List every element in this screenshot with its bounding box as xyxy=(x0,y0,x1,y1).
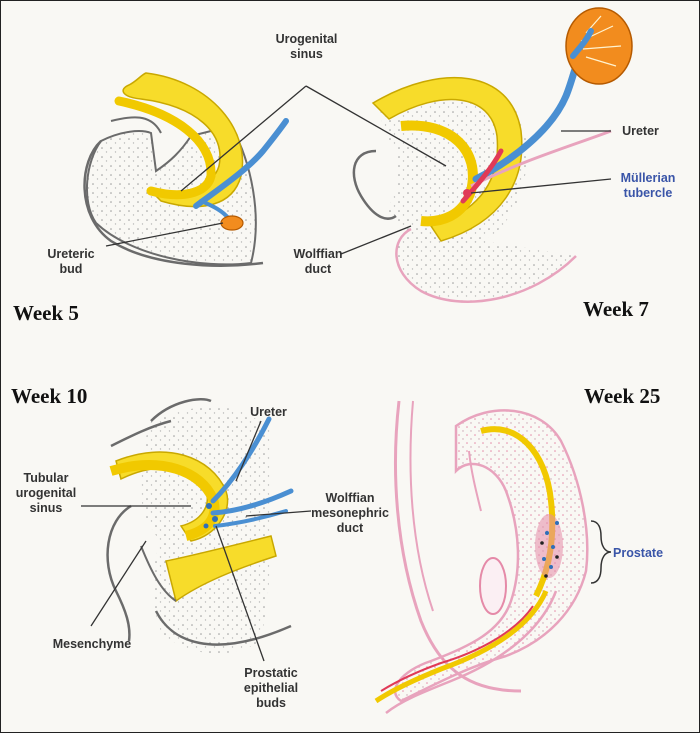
week7-kidney xyxy=(565,7,633,85)
week25-prostate-brace xyxy=(590,520,612,584)
leader-wolffian-w10 xyxy=(245,510,312,517)
week25-title: Week 25 xyxy=(584,384,661,408)
week25-illustration xyxy=(374,400,612,714)
week7-rectum-loop xyxy=(352,149,397,220)
week10-prostatic-buds xyxy=(203,503,218,529)
label-mullerian-tubercle: Müllerian tubercle xyxy=(620,171,676,200)
week25-pelvic-structure xyxy=(479,557,507,615)
week25-urethra-pink xyxy=(385,590,558,714)
week10-tubular-sinus-lower xyxy=(165,535,277,603)
leader-prostatic-buds xyxy=(215,525,265,662)
label-urogenital-sinus: Urogenital sinus xyxy=(275,32,338,61)
label-ureter-w10: Ureter xyxy=(250,405,287,419)
label-tubular-sinus: Tubular urogenital sinus xyxy=(15,471,77,515)
week5-body-wall-inner xyxy=(110,116,162,134)
label-wolffian-mesonephric: Wolffian mesonephric duct xyxy=(311,491,389,535)
label-ureter-w7: Ureter xyxy=(622,124,659,138)
week10-left-contour xyxy=(106,504,132,642)
leader-urogenital-sinus xyxy=(180,85,447,192)
leader-ureteric-bud xyxy=(105,222,224,247)
week10-bottom-contour xyxy=(154,610,292,646)
week10-lumen-curve xyxy=(140,545,177,602)
week5-wolffian-duct xyxy=(193,118,289,209)
week5-ureteric-bud xyxy=(220,215,244,231)
week25-bladder-inner xyxy=(468,450,482,512)
label-prostate: Prostate xyxy=(613,546,664,560)
week5-body-wall-outer xyxy=(83,140,264,267)
week25-mesenchyme xyxy=(394,409,589,703)
week7-illustration xyxy=(352,7,633,303)
week10-wolffian-duct xyxy=(210,488,294,516)
week7-lower-body xyxy=(395,227,577,303)
label-prostatic-buds: Prostatic epithelial buds xyxy=(243,666,299,710)
week7-urogenital-sinus xyxy=(371,76,523,242)
week10-second-duct xyxy=(213,509,288,528)
leader-ureter-w10 xyxy=(235,420,262,482)
week10-illustration xyxy=(106,397,294,654)
week7-ureter-pink xyxy=(470,129,612,188)
leader-lines xyxy=(81,85,612,662)
week5-title: Week 5 xyxy=(13,301,79,325)
week25-left-wall-inner xyxy=(409,400,434,612)
week7-title: Week 7 xyxy=(583,297,649,321)
leader-mullerian xyxy=(470,178,612,194)
week10-outer-contour xyxy=(110,397,212,448)
week5-illustration xyxy=(83,72,289,267)
week5-sinus-band xyxy=(114,96,216,200)
label-wolffian-duct-w7: Wolffian duct xyxy=(293,247,343,276)
week25-left-wall-outer xyxy=(394,400,522,693)
leader-mesenchyme xyxy=(90,540,147,627)
week7-mullerian-dot xyxy=(463,189,471,197)
label-ureteric-bud: Ureteric bud xyxy=(47,247,95,276)
week25-prostate-tissue xyxy=(535,514,563,578)
week25-urethra-red xyxy=(380,605,534,692)
label-mesenchyme: Mesenchyme xyxy=(52,637,132,651)
week10-title: Week 10 xyxy=(11,384,88,408)
week25-urethra xyxy=(374,589,549,704)
leader-wolffian-w7 xyxy=(340,225,412,255)
